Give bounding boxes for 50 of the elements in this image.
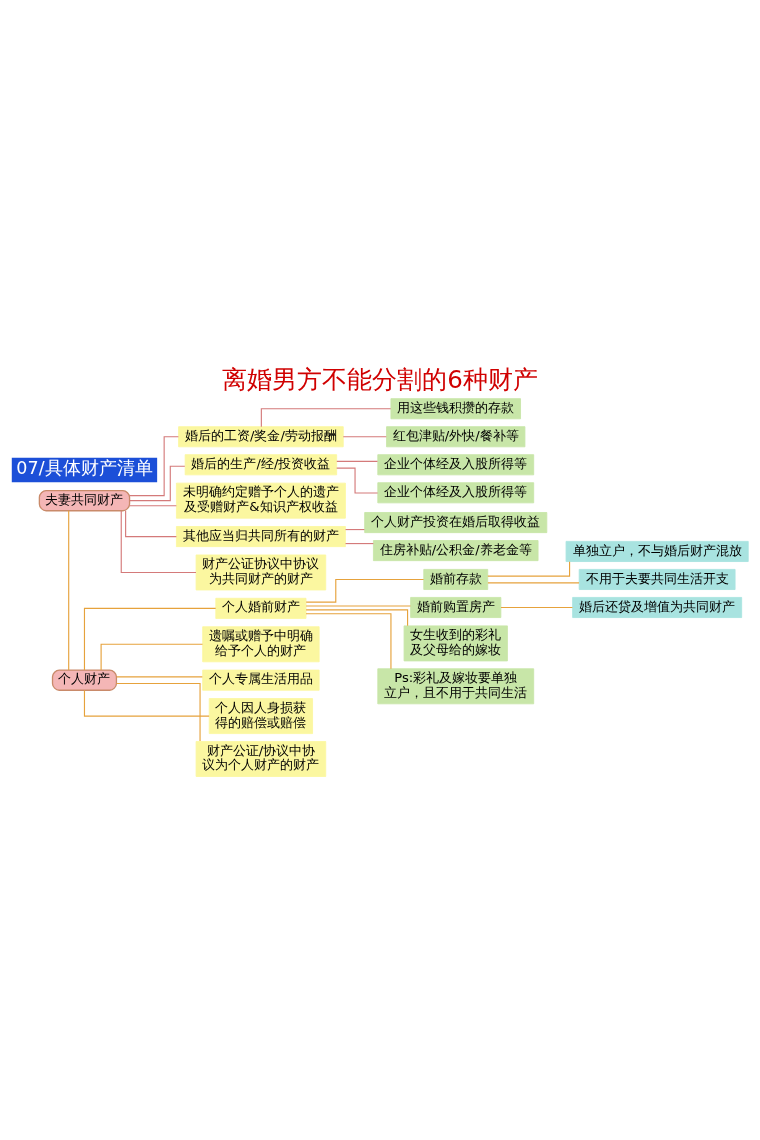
connector bbox=[344, 542, 374, 544]
connector bbox=[116, 682, 201, 742]
connector bbox=[120, 509, 197, 573]
node-box: 个人财产投资在婚后取得收益 bbox=[364, 511, 548, 533]
connector bbox=[305, 608, 409, 626]
node-box: 住房补贴/公积金/养老金等 bbox=[373, 539, 539, 561]
node-box: 婚前购置房产 bbox=[410, 596, 502, 618]
connector bbox=[487, 581, 580, 583]
node-box: 用这些钱积攒的存款 bbox=[390, 397, 521, 419]
node-box: 婚后还贷及增值为共同财产 bbox=[572, 596, 743, 618]
connector bbox=[260, 407, 392, 427]
connector bbox=[305, 604, 412, 607]
label: 07/具体财产清单 bbox=[16, 457, 153, 478]
connector bbox=[116, 675, 203, 677]
diagram-title: 离婚男方不能分割的6种财产 bbox=[222, 364, 538, 394]
connector bbox=[129, 465, 186, 501]
node-box: 财产公证协议中协议为共同财产的财产 bbox=[195, 554, 327, 590]
node-box: 个人婚前财产 bbox=[215, 597, 307, 619]
node-box: 企业个体经及入股所得等 bbox=[377, 481, 535, 503]
node-box: 婚后的生产/经/投资收益 bbox=[184, 453, 338, 475]
node-box: 婚前存款 bbox=[423, 568, 489, 590]
node-box: 婚后的工资/奖金/劳动报酬 bbox=[178, 425, 344, 447]
connector bbox=[83, 607, 217, 670]
node-box: 财产公证/协议中协议为个人财产的财产 bbox=[195, 740, 327, 777]
connector bbox=[305, 578, 425, 603]
node-box: 未明确约定赠予个人的遗产及受赠财产&知识产权收益 bbox=[175, 482, 346, 519]
node-box: Ps:彩礼及嫁妆要单独立户，且不用于共同生活 bbox=[377, 667, 535, 704]
connector bbox=[100, 643, 204, 671]
node-box: 红包津贴/外快/餐补等 bbox=[386, 425, 526, 447]
node-box: 女生收到的彩礼及父母给的嫁妆 bbox=[403, 624, 508, 661]
connector bbox=[68, 509, 70, 670]
connector bbox=[305, 612, 392, 669]
node-box: 个人财产 bbox=[51, 668, 118, 691]
connector bbox=[342, 435, 387, 437]
node-box: 夫妻共同财产 bbox=[38, 489, 131, 511]
connector bbox=[336, 460, 379, 462]
connector bbox=[487, 560, 571, 577]
node-box: 个人因人身损获得的赔偿或赔偿 bbox=[208, 697, 313, 734]
node-box: 单独立户，不与婚后财产混放 bbox=[565, 540, 749, 562]
node-box: 遗嘱或赠予中明确给予个人的财产 bbox=[202, 625, 320, 662]
node-box: 其他应当归共同所有的财产 bbox=[175, 525, 346, 547]
connector bbox=[83, 689, 210, 717]
connector bbox=[129, 504, 177, 506]
node-box: 企业个体经及入股所得等 bbox=[377, 453, 535, 475]
node-box: 不用于夫要共同生活开支 bbox=[578, 568, 736, 590]
node-box: 个人专属生活用品 bbox=[202, 669, 320, 691]
connector bbox=[336, 467, 379, 494]
connector bbox=[125, 509, 177, 537]
connector bbox=[500, 606, 573, 608]
connector bbox=[344, 528, 365, 530]
